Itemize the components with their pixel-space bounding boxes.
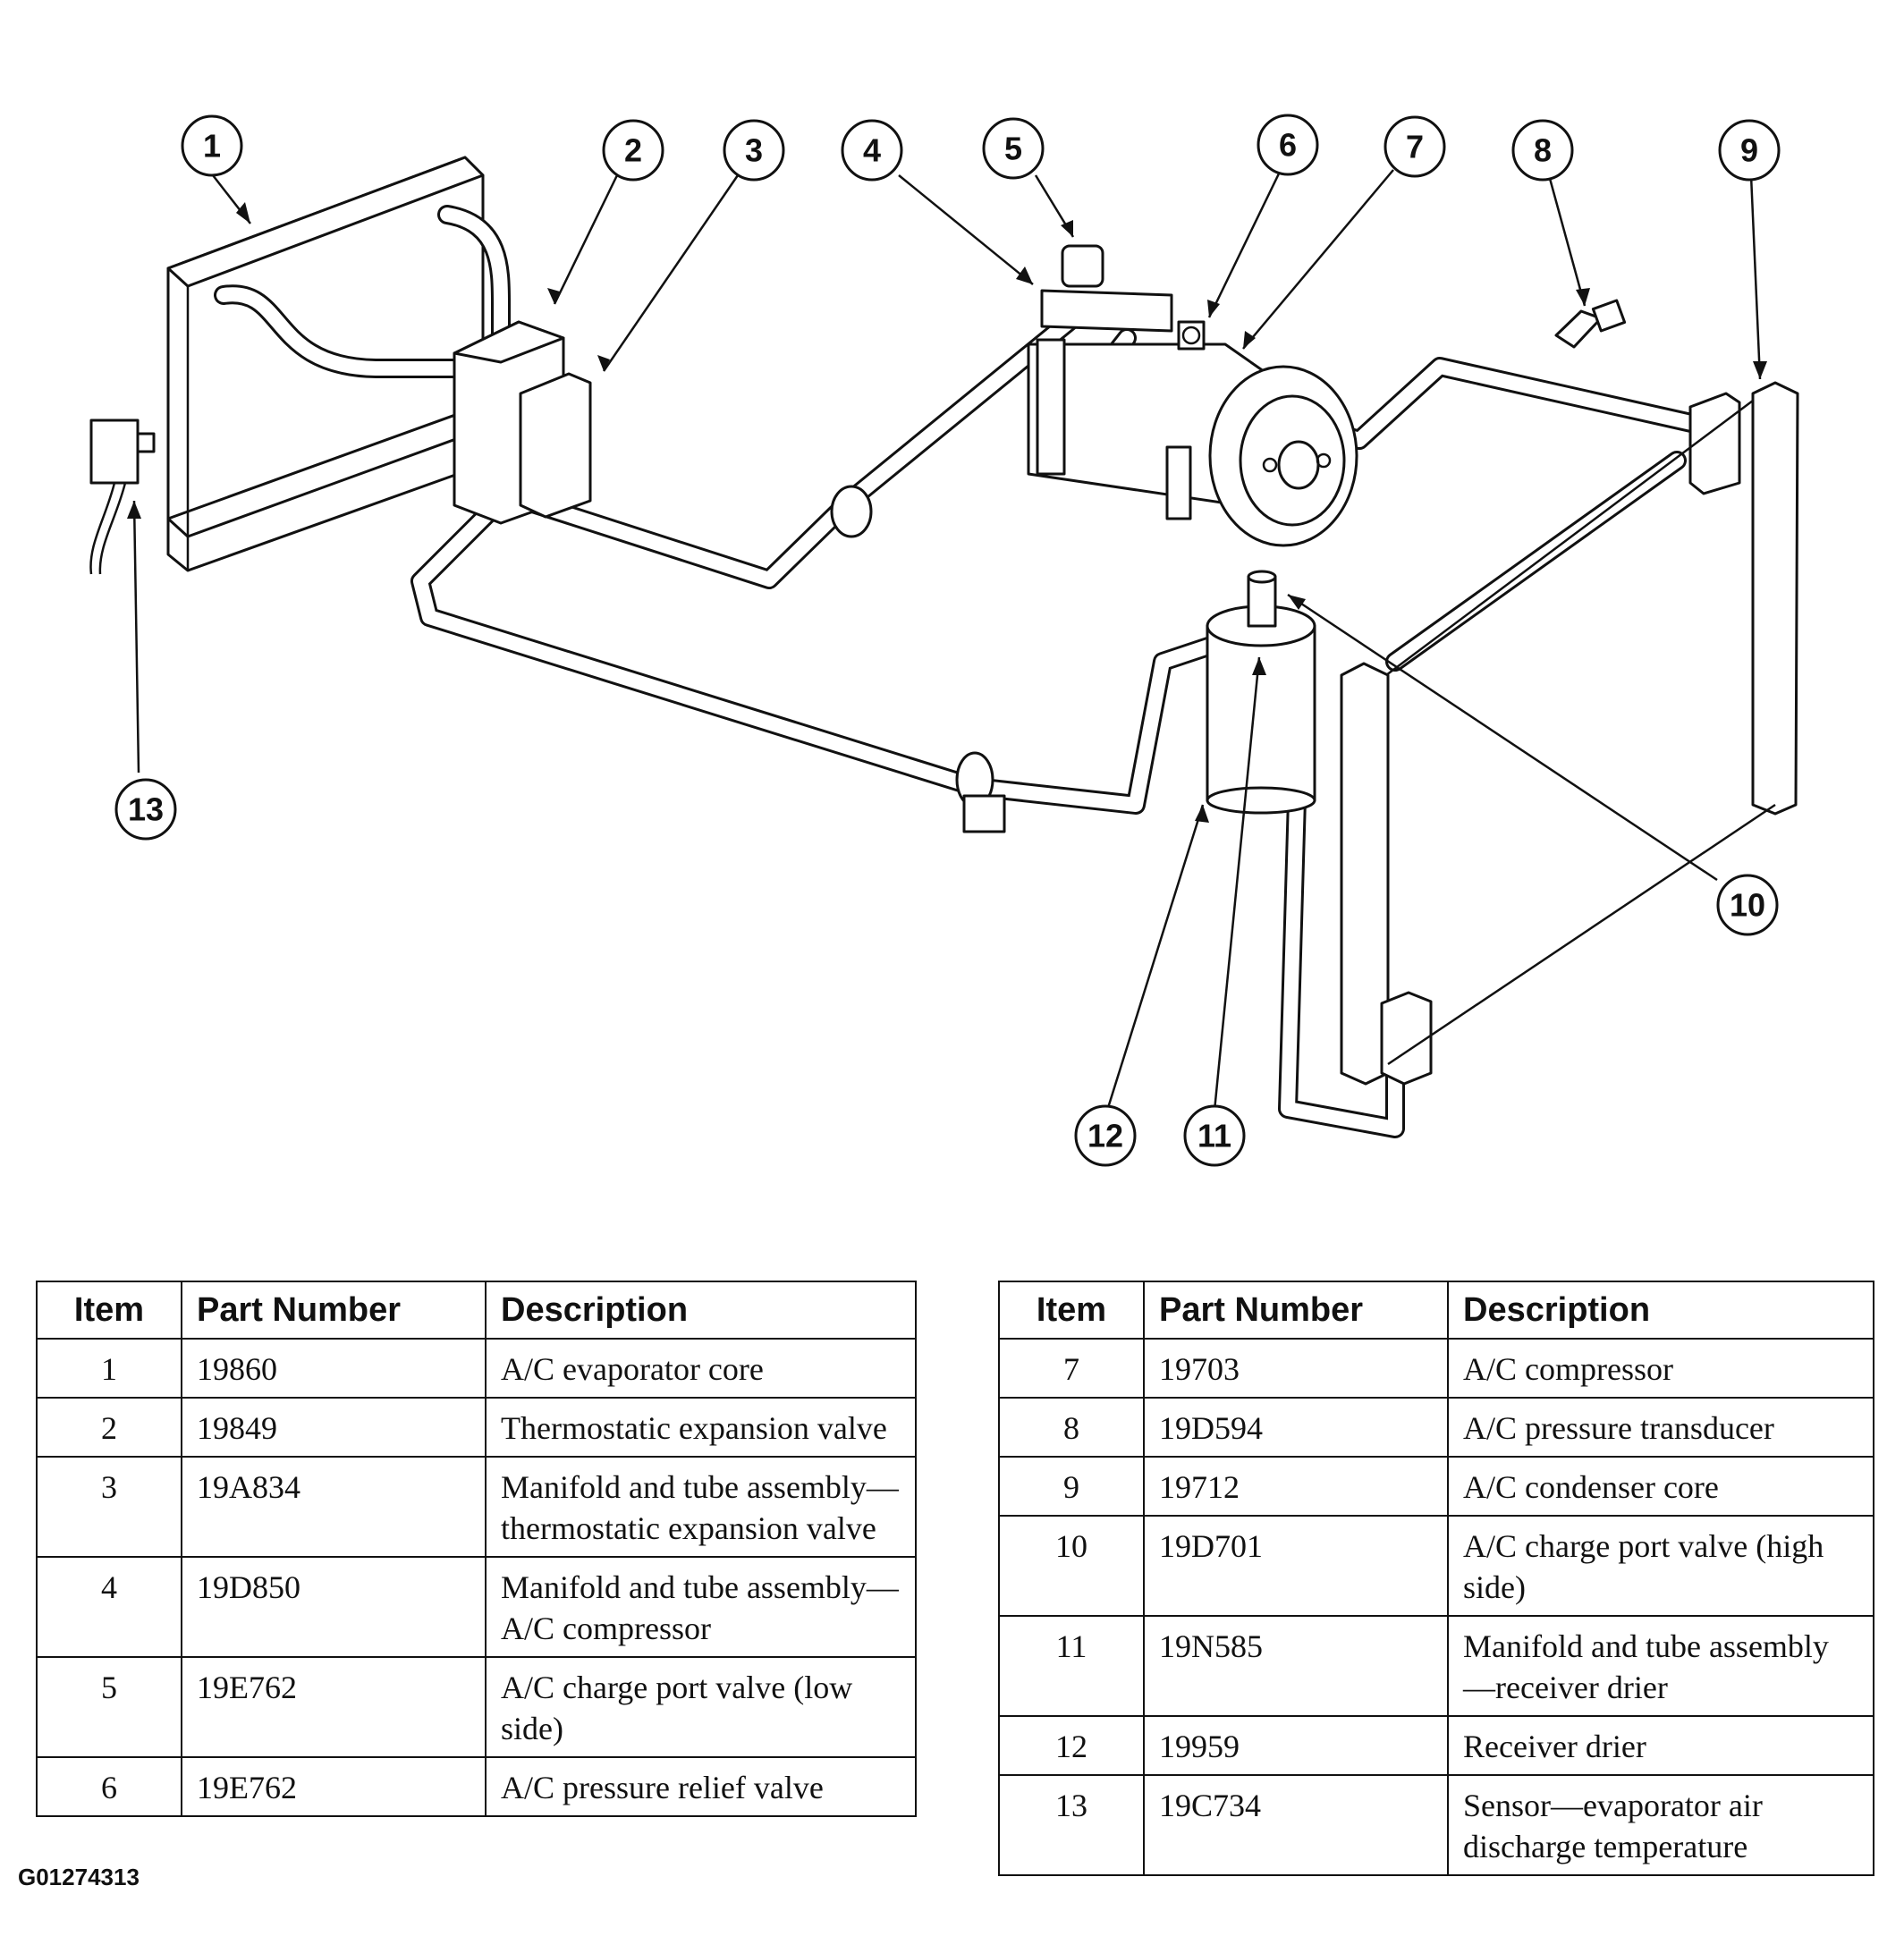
callout-1: 1	[181, 114, 243, 177]
description-cell: A/C evaporator core	[485, 1338, 917, 1399]
item-cell: 8	[998, 1397, 1145, 1458]
receiver-drier	[1206, 570, 1316, 815]
description-cell: A/C pressure relief valve	[485, 1756, 917, 1817]
header-description: Description	[1447, 1281, 1874, 1340]
part-number-cell: 19860	[181, 1338, 487, 1399]
callout-6: 6	[1257, 114, 1319, 176]
svg-text:7: 7	[1406, 129, 1424, 165]
svg-text:3: 3	[745, 132, 763, 169]
header-part-number: Part Number	[1143, 1281, 1449, 1340]
part-number-cell: 19703	[1143, 1338, 1449, 1399]
tube-fittings	[830, 485, 1006, 833]
table-row: 4 19D850 Manifold and tube assembly—A/C …	[36, 1556, 917, 1658]
item-cell: 2	[36, 1397, 182, 1458]
svg-text:10: 10	[1730, 887, 1765, 924]
callout-8: 8	[1511, 119, 1574, 182]
table-row: 8 19D594 A/C pressure transducer	[998, 1397, 1874, 1458]
description-cell: A/C charge port valve (low side)	[485, 1656, 917, 1758]
table-row: 6 19E762 A/C pressure relief valve	[36, 1756, 917, 1817]
table-row: 9 19712 A/C condenser core	[998, 1456, 1874, 1517]
item-cell: 3	[36, 1456, 182, 1558]
table-row: 11 19N585 Manifold and tube assembly—rec…	[998, 1615, 1874, 1717]
item-cell: 10	[998, 1515, 1145, 1617]
svg-text:9: 9	[1740, 132, 1758, 169]
header-description: Description	[485, 1281, 917, 1340]
table-row: 2 19849 Thermostatic expansion valve	[36, 1397, 917, 1458]
description-cell: Manifold and tube assembly—thermostatic …	[485, 1456, 917, 1558]
parts-table-right: Item Part Number Description 7 19703 A/C…	[998, 1281, 1874, 1876]
leader-lines	[127, 169, 1767, 1112]
description-cell: A/C condenser core	[1447, 1456, 1874, 1517]
svg-text:2: 2	[624, 132, 642, 169]
callout-5: 5	[982, 117, 1045, 180]
description-cell: A/C pressure transducer	[1447, 1397, 1874, 1458]
part-number-cell: 19959	[1143, 1715, 1449, 1776]
part-number-cell: 19D594	[1143, 1397, 1449, 1458]
table-row: 12 19959 Receiver drier	[998, 1715, 1874, 1776]
description-cell: Thermostatic expansion valve	[485, 1397, 917, 1458]
callout-3: 3	[723, 119, 785, 182]
header-item: Item	[998, 1281, 1145, 1340]
svg-text:12: 12	[1087, 1118, 1123, 1154]
svg-text:8: 8	[1534, 132, 1552, 169]
part-number-cell: 19N585	[1143, 1615, 1449, 1717]
callout-11: 11	[1183, 1104, 1246, 1167]
callout-12: 12	[1074, 1104, 1137, 1167]
pressure-transducer	[1554, 299, 1627, 349]
condenser-core	[1340, 381, 1799, 1086]
callout-9: 9	[1718, 119, 1781, 182]
item-cell: 1	[36, 1338, 182, 1399]
item-cell: 6	[36, 1756, 182, 1817]
description-cell: A/C compressor	[1447, 1338, 1874, 1399]
callout-10: 10	[1716, 874, 1779, 936]
table-header-row: Item Part Number Description	[998, 1281, 1874, 1340]
figure-code: G01274313	[18, 1864, 140, 1890]
description-cell: Manifold and tube assembly—A/C compresso…	[485, 1556, 917, 1658]
header-item: Item	[36, 1281, 182, 1340]
description-cell: Sensor—evaporator air discharge temperat…	[1447, 1774, 1874, 1876]
part-number-cell: 19712	[1143, 1456, 1449, 1517]
callout-4: 4	[841, 119, 903, 182]
callout-7: 7	[1384, 115, 1446, 178]
item-cell: 4	[36, 1556, 182, 1658]
table-row: 13 19C734 Sensor—evaporator air discharg…	[998, 1774, 1874, 1876]
part-number-cell: 19E762	[181, 1756, 487, 1817]
compressor	[1027, 244, 1358, 547]
part-number-cell: 19E762	[181, 1656, 487, 1758]
table-row: 7 19703 A/C compressor	[998, 1338, 1874, 1399]
item-cell: 5	[36, 1656, 182, 1758]
description-cell: A/C charge port valve (high side)	[1447, 1515, 1874, 1617]
svg-text:4: 4	[863, 132, 881, 169]
temperature-sensor	[89, 418, 156, 575]
svg-text:1: 1	[203, 128, 221, 165]
expansion-valve-block	[453, 320, 592, 525]
part-number-cell: 19849	[181, 1397, 487, 1458]
item-cell: 13	[998, 1774, 1145, 1876]
part-number-cell: 19D850	[181, 1556, 487, 1658]
description-cell: Manifold and tube assembly—receiver drie…	[1447, 1615, 1874, 1717]
parts-table-left: Item Part Number Description 1 19860 A/C…	[36, 1281, 917, 1817]
ac-system-diagram: 1 2 3 4 5 6 7 8 9 10 11 12	[89, 114, 1799, 1167]
callout-2: 2	[602, 119, 664, 182]
svg-text:6: 6	[1279, 127, 1297, 164]
part-number-cell: 19C734	[1143, 1774, 1449, 1876]
item-cell: 7	[998, 1338, 1145, 1399]
item-cell: 12	[998, 1715, 1145, 1776]
part-number-cell: 19D701	[1143, 1515, 1449, 1617]
item-cell: 11	[998, 1615, 1145, 1717]
svg-text:13: 13	[128, 791, 164, 828]
table-row: 10 19D701 A/C charge port valve (high si…	[998, 1515, 1874, 1617]
svg-text:5: 5	[1004, 131, 1022, 167]
header-part-number: Part Number	[181, 1281, 487, 1340]
table-header-row: Item Part Number Description	[36, 1281, 917, 1340]
table-row: 1 19860 A/C evaporator core	[36, 1338, 917, 1399]
table-row: 3 19A834 Manifold and tube assembly—ther…	[36, 1456, 917, 1558]
description-cell: Receiver drier	[1447, 1715, 1874, 1776]
item-cell: 9	[998, 1456, 1145, 1517]
callout-13: 13	[114, 778, 177, 841]
table-row: 5 19E762 A/C charge port valve (low side…	[36, 1656, 917, 1758]
svg-text:11: 11	[1197, 1118, 1231, 1154]
part-number-cell: 19A834	[181, 1456, 487, 1558]
